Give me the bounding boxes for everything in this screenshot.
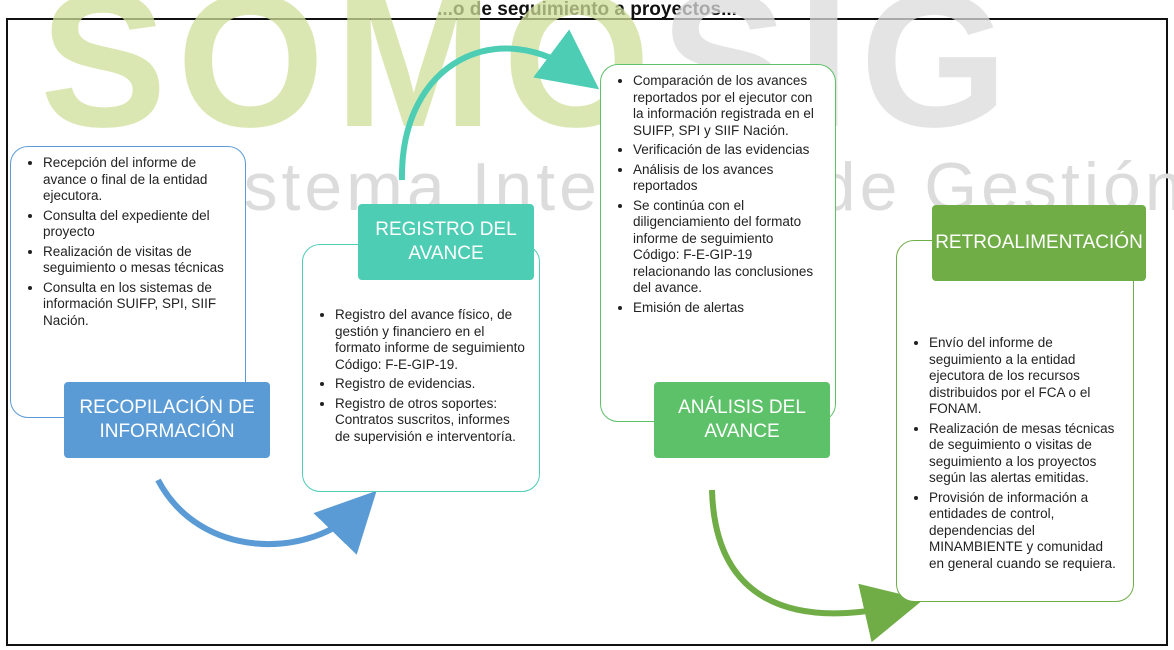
list-item: Verificación de las evidencias: [633, 142, 823, 159]
list-item: Provisión de información a entidades de …: [929, 490, 1121, 573]
list-item: Registro de evidencias.: [335, 376, 527, 393]
list-item: Envío del informe de seguimiento a la en…: [929, 335, 1121, 418]
list-item: Realización de mesas técnicas de seguimi…: [929, 421, 1121, 487]
list-item: Consulta del expediente del proyecto: [43, 208, 233, 241]
list-item: Análisis de los avances reportados: [633, 162, 823, 195]
arrow-recopilacion-to-registro: [155, 478, 377, 555]
arrow-registro-to-analisis: [398, 29, 600, 181]
stage-recopilacion-box: Recepción del informe de avance o final …: [10, 146, 246, 418]
list-item: Comparación de los avances reportados po…: [633, 73, 823, 139]
diagram-frame: [6, 18, 1168, 646]
stage-retro-label: RETROALIMENTACIÓN: [932, 205, 1146, 281]
list-item: Consulta en los sistemas de información …: [43, 280, 233, 330]
page-title: ...o de seguimiento a proyectos...: [437, 0, 737, 20]
list-item: Registro de otros soportes: Contratos su…: [335, 396, 527, 446]
list-item: Se continúa con el diligenciamiento del …: [633, 198, 823, 297]
list-item: Realización de visitas de seguimiento o …: [43, 244, 233, 277]
list-item: Recepción del informe de avance o final …: [43, 155, 233, 205]
list-item: Registro del avance físico, de gestión y…: [335, 307, 527, 373]
stage-registro-label: REGISTRO DEL AVANCE: [358, 204, 534, 280]
list-item: Emisión de alertas: [633, 300, 823, 317]
arrow-analisis-to-retro: [709, 489, 924, 643]
stage-retro-box: Envío del informe de seguimiento a la en…: [896, 240, 1134, 602]
stage-analisis-label: ANÁLISIS DEL AVANCE: [654, 382, 830, 458]
stage-analisis-box: Comparación de los avances reportados po…: [600, 64, 836, 422]
stage-registro-box: Registro del avance físico, de gestión y…: [302, 244, 540, 492]
stage-recopilacion-label: RECOPILACIÓN DE INFORMACIÓN: [64, 382, 270, 458]
